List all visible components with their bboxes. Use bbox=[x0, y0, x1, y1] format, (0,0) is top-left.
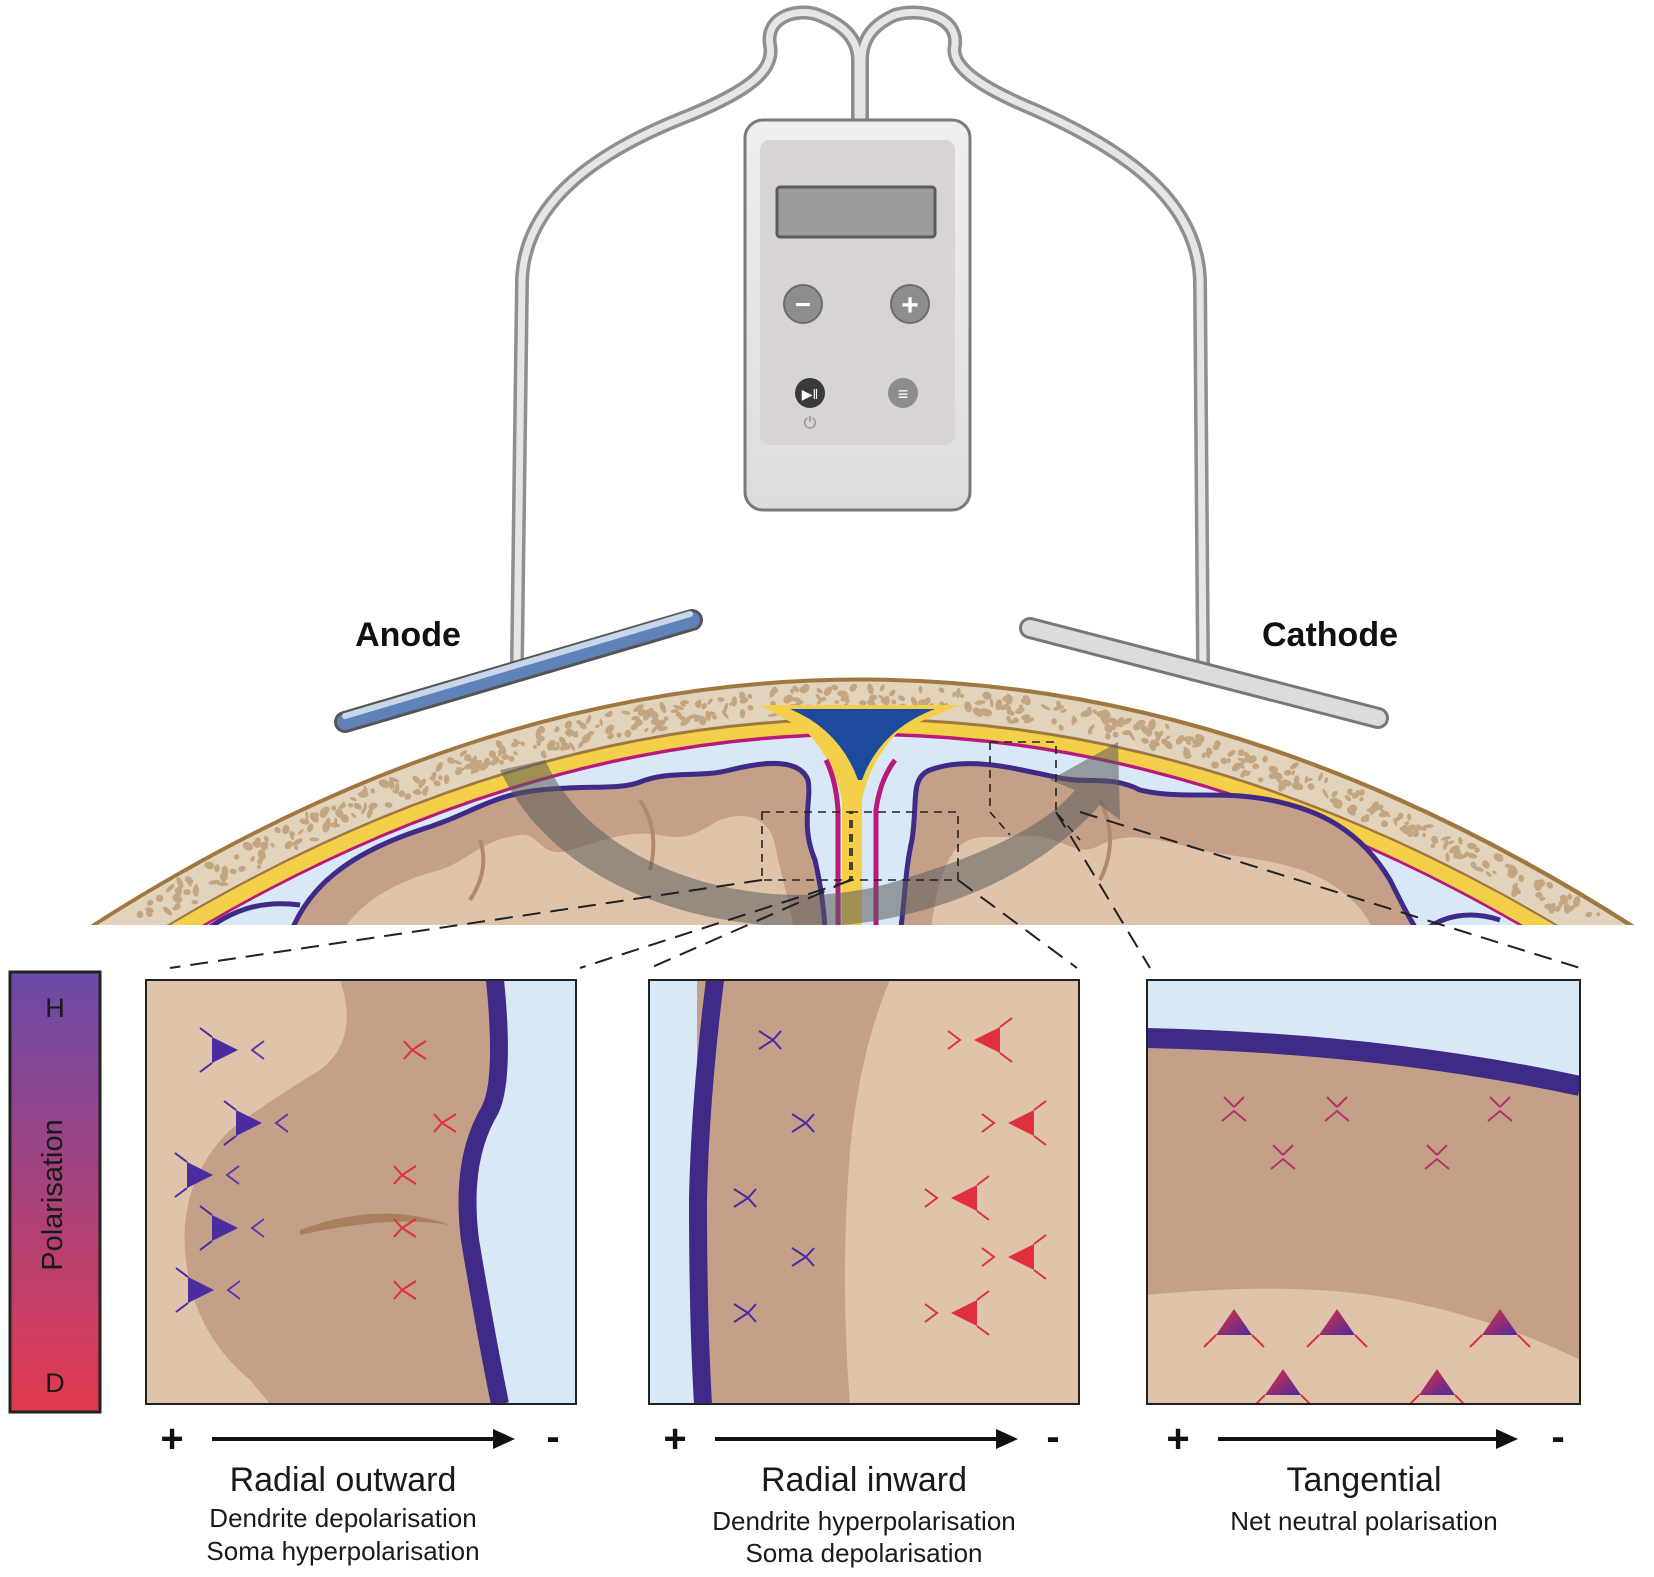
skull-pores bbox=[136, 683, 1601, 919]
panel-radial-inward bbox=[648, 979, 1080, 1405]
cathode-electrode bbox=[1019, 617, 1389, 729]
neuron-outward-4 bbox=[199, 1205, 417, 1251]
neuron-tangential-3 bbox=[1306, 1096, 1368, 1348]
anode-label: Anode bbox=[355, 616, 461, 654]
device-display bbox=[775, 185, 937, 239]
polarisation-top-label: H bbox=[45, 993, 65, 1023]
neuron-tangential-5 bbox=[1469, 1096, 1531, 1348]
wires-inner bbox=[513, 9, 1207, 669]
panel-2-plus: + bbox=[663, 1417, 686, 1461]
stimulator-device: − + ▶‖ ⏻ ≡ bbox=[743, 118, 972, 512]
neuron-inward-4 bbox=[791, 1234, 1047, 1280]
panel-2-caption: + - Radial inward Dendrite hyperpolarisa… bbox=[663, 1415, 1059, 1568]
polarisation-bottom-label: D bbox=[45, 1368, 65, 1398]
panel-1-arrow-head bbox=[493, 1429, 515, 1449]
menu-button[interactable]: ≡ bbox=[888, 378, 918, 408]
neuron-outward-5 bbox=[175, 1267, 417, 1313]
neuron-tangential-1 bbox=[1203, 1096, 1265, 1348]
neurons-tangential bbox=[1203, 1096, 1531, 1404]
leader-lines bbox=[169, 811, 1581, 969]
head-cross-section bbox=[90, 677, 1635, 925]
minus-icon: − bbox=[795, 289, 811, 320]
panel-3-line-1: Net neutral polarisation bbox=[1230, 1506, 1497, 1536]
panel-radial-outward bbox=[145, 979, 577, 1405]
current-flow-arrow bbox=[500, 742, 1120, 925]
minus-button[interactable]: − bbox=[783, 284, 823, 324]
neuron-inward-1 bbox=[758, 1017, 1013, 1063]
polarisation-scale: H D Polarisation bbox=[8, 970, 102, 1414]
panel-tangential bbox=[1146, 979, 1581, 1405]
panel-3-caption: + - Tangential Net neutral polarisation bbox=[1166, 1415, 1564, 1536]
neuron-tangential-2 bbox=[1254, 1144, 1312, 1404]
menu-icon: ≡ bbox=[898, 384, 909, 404]
panel-1-line-2: Soma hyperpolarisation bbox=[206, 1536, 479, 1566]
zoom-regions bbox=[761, 741, 1081, 881]
neuron-outward-2 bbox=[223, 1100, 457, 1146]
play-pause-button[interactable]: ▶‖ bbox=[795, 378, 825, 408]
panel-3-plus: + bbox=[1166, 1417, 1189, 1461]
neuron-inward-2 bbox=[791, 1100, 1047, 1146]
neuron-outward-3 bbox=[174, 1152, 417, 1198]
neurons-radial-outward bbox=[174, 1027, 457, 1313]
panel-1-plus: + bbox=[160, 1417, 183, 1461]
play-pause-icon: ▶‖ bbox=[802, 386, 819, 402]
panel-3-title: Tangential bbox=[1286, 1461, 1441, 1499]
panel-2-minus: - bbox=[1046, 1415, 1059, 1459]
cathode-label: Cathode bbox=[1262, 616, 1398, 654]
panel-3-arrow-head bbox=[1496, 1429, 1518, 1449]
anode-electrode bbox=[334, 609, 703, 733]
neuron-outward-1 bbox=[199, 1027, 427, 1073]
panel-2-line-2: Soma depolarisation bbox=[745, 1538, 982, 1568]
plus-icon: + bbox=[901, 289, 919, 322]
neuron-tangential-4 bbox=[1408, 1144, 1466, 1404]
panel-2-arrow-head bbox=[996, 1429, 1018, 1449]
neuron-inward-3 bbox=[733, 1175, 990, 1221]
panel-2-title: Radial inward bbox=[761, 1461, 967, 1499]
panel-1-minus: - bbox=[546, 1415, 559, 1459]
panel-3-minus: - bbox=[1551, 1415, 1564, 1459]
panel-2-line-1: Dendrite hyperpolarisation bbox=[712, 1506, 1016, 1536]
neuron-inward-5 bbox=[733, 1290, 990, 1336]
panel-1-caption: + - Radial outward Dendrite depolarisati… bbox=[160, 1415, 559, 1566]
panel-1-title: Radial outward bbox=[230, 1461, 457, 1499]
panel-1-line-1: Dendrite depolarisation bbox=[209, 1503, 476, 1533]
polarisation-axis-label: Polarisation bbox=[37, 1119, 69, 1271]
plus-button[interactable]: + bbox=[890, 284, 930, 324]
power-icon: ⏻ bbox=[804, 415, 817, 432]
neurons-radial-inward bbox=[733, 1017, 1047, 1336]
